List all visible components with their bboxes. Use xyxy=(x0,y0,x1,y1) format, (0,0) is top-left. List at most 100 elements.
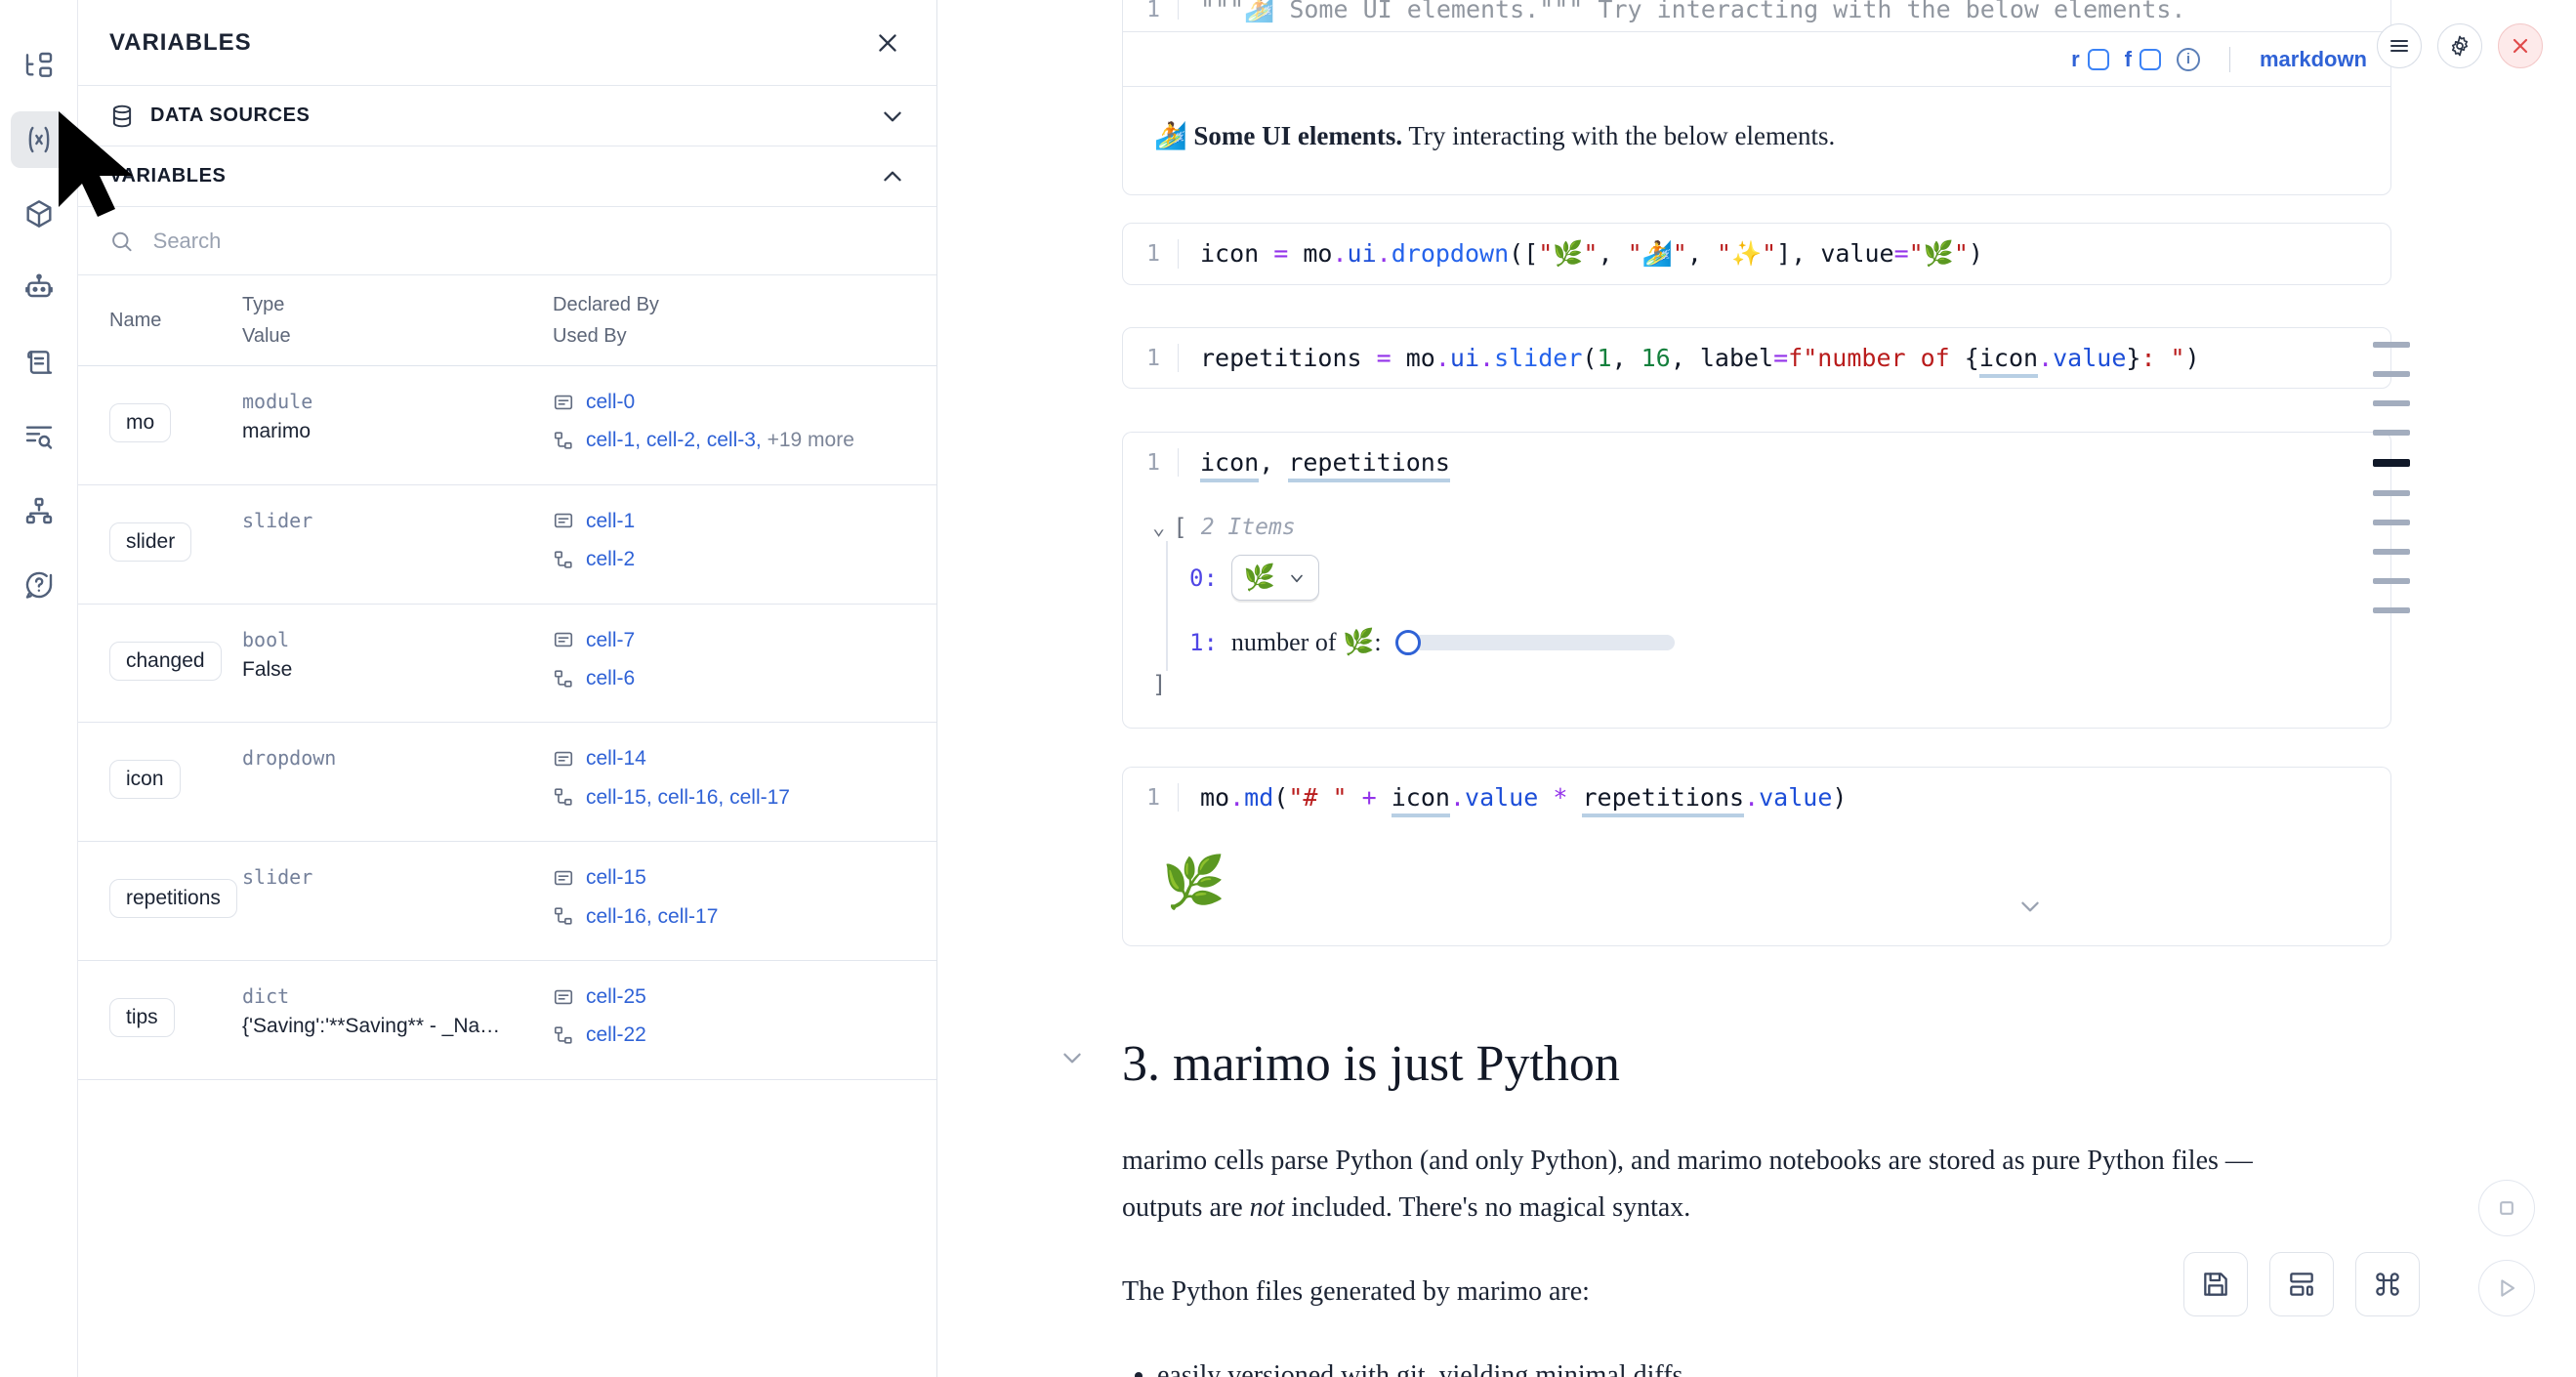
minimap-scrollbar[interactable] xyxy=(2373,342,2410,613)
minimap-tick[interactable] xyxy=(2373,578,2410,584)
top-cell-code[interactable]: 1 """🏄 Some UI elements.""" Try interact… xyxy=(1122,0,2391,31)
cell-link[interactable]: cell-16 xyxy=(586,904,646,928)
usage-icon xyxy=(554,670,572,688)
cell-link[interactable]: cell-17 xyxy=(729,785,790,809)
layout-button[interactable] xyxy=(2269,1252,2334,1316)
code-cell-dropdown[interactable]: 1 icon = mo.ui.dropdown(["🌿", "🏄", "✨"],… xyxy=(937,223,2576,285)
minimap-tick[interactable] xyxy=(2373,400,2410,406)
cell-language-label[interactable]: markdown xyxy=(2259,46,2367,71)
minimap-tick[interactable] xyxy=(2373,490,2410,496)
variable-name-chip[interactable]: changed xyxy=(109,641,222,681)
dropdown-select[interactable]: 🌿 xyxy=(1230,555,1320,601)
object-output: ⌄ [ 2 Items 0: 🌿 1: number of 🌿: xyxy=(1122,492,2391,729)
variable-name-chip[interactable]: tips xyxy=(109,997,175,1037)
minimap-tick[interactable] xyxy=(2373,342,2410,348)
scroll-icon[interactable] xyxy=(11,334,67,391)
minimap-tick[interactable] xyxy=(2373,549,2410,555)
panel-title: VARIABLES xyxy=(109,28,252,56)
minimap-tick[interactable] xyxy=(2373,430,2410,436)
code-cell-slider[interactable]: 1 repetitions = mo.ui.slider(1, 16, labe… xyxy=(937,327,2576,389)
variable-name-chip[interactable]: repetitions xyxy=(109,879,237,919)
declared-by-links[interactable]: cell-25 xyxy=(586,982,646,1011)
toggle-r[interactable]: r xyxy=(2071,47,2109,72)
info-icon[interactable]: i xyxy=(2176,47,2200,71)
menu-icon[interactable] xyxy=(2377,23,2422,68)
minimap-tick[interactable] xyxy=(2373,607,2410,613)
robot-icon[interactable] xyxy=(11,260,67,316)
chevron-down-icon[interactable] xyxy=(2017,894,2043,919)
cell-link[interactable]: cell-7 xyxy=(586,628,636,651)
cell-link[interactable]: cell-22 xyxy=(586,1023,646,1047)
variables-icon[interactable] xyxy=(10,111,67,168)
minimap-tick[interactable] xyxy=(2373,520,2410,525)
package-icon[interactable] xyxy=(11,186,67,242)
cell-link[interactable]: cell-2 xyxy=(645,429,696,452)
variable-name-chip[interactable]: icon xyxy=(109,760,181,800)
cell-link[interactable]: cell-17 xyxy=(657,904,719,928)
toggle-f[interactable]: f xyxy=(2125,47,2161,72)
cell-link[interactable]: cell-1 xyxy=(586,429,636,452)
cell-link[interactable]: cell-16 xyxy=(657,785,719,809)
logs-search-icon[interactable] xyxy=(11,408,67,465)
variables-panel: VARIABLES DATA SOURCES V xyxy=(78,0,937,1377)
file-tree-icon[interactable] xyxy=(11,37,67,94)
declared-by-links[interactable]: cell-1 xyxy=(586,507,635,535)
doc-bullet-list: easily versioned with git, yielding mini… xyxy=(1122,1353,2391,1377)
cell-link[interactable]: cell-3 xyxy=(706,429,756,452)
toggle-f-box[interactable] xyxy=(2139,48,2161,70)
cell-link[interactable]: cell-15 xyxy=(586,866,646,890)
used-by-links[interactable]: cell-6 xyxy=(586,664,635,692)
close-cell-icon[interactable] xyxy=(2498,23,2543,68)
cell-link[interactable]: cell-15 xyxy=(586,785,646,809)
cell-link[interactable]: cell-1 xyxy=(586,509,636,532)
declared-by-links[interactable]: cell-14 xyxy=(586,744,646,772)
minimap-tick-active[interactable] xyxy=(2373,459,2410,467)
used-by-more[interactable]: +19 more xyxy=(767,429,854,452)
used-by-links[interactable]: cell-15, cell-16, cell-17 xyxy=(586,785,790,809)
stop-button[interactable] xyxy=(2478,1180,2535,1236)
toggle-r-box[interactable] xyxy=(2087,48,2109,70)
cell-link[interactable]: cell-0 xyxy=(586,391,636,413)
section-label-data-sources: DATA SOURCES xyxy=(150,104,311,126)
used-by-links[interactable]: cell-16, cell-17 xyxy=(586,904,719,928)
notebook-main: 1 """🏄 Some UI elements.""" Try interact… xyxy=(937,0,2576,1377)
used-by-links[interactable]: cell-22 xyxy=(586,1021,646,1049)
close-icon[interactable] xyxy=(870,25,905,61)
help-icon[interactable] xyxy=(11,557,67,613)
command-palette-button[interactable] xyxy=(2355,1252,2420,1316)
slider-knob[interactable] xyxy=(1394,630,1421,655)
chevron-down-icon[interactable]: ⌄ xyxy=(1152,515,1166,540)
cell-link[interactable]: cell-14 xyxy=(586,747,646,771)
slider-track[interactable] xyxy=(1412,635,1675,650)
minimap-tick[interactable] xyxy=(2373,371,2410,377)
declared-by-links[interactable]: cell-15 xyxy=(586,863,646,892)
section-data-sources[interactable]: DATA SOURCES xyxy=(78,86,936,146)
code-cell-md[interactable]: 1 mo.md("# " + icon.value * repetitions.… xyxy=(937,767,2576,946)
cell-link[interactable]: cell-2 xyxy=(586,548,636,571)
declared-by-links[interactable]: cell-7 xyxy=(586,626,635,654)
code-cell-object[interactable]: 1 icon, repetitions ⌄ [ 2 Items 0: 🌿 xyxy=(937,432,2576,729)
search-input[interactable] xyxy=(150,227,905,255)
used-by-links[interactable]: cell-1, cell-2, cell-3, +19 more xyxy=(586,429,854,452)
chevron-down-icon[interactable] xyxy=(1059,1045,1085,1070)
save-button[interactable] xyxy=(2183,1252,2248,1316)
gear-icon[interactable] xyxy=(2437,23,2482,68)
variable-name-chip[interactable]: mo xyxy=(109,403,172,442)
declared-by-links[interactable]: cell-0 xyxy=(586,388,635,416)
section-variables[interactable]: VARIABLES xyxy=(78,146,936,207)
column-header-name: Name xyxy=(109,310,162,331)
used-by-links[interactable]: cell-2 xyxy=(586,545,635,573)
dependency-graph-icon[interactable] xyxy=(11,482,67,539)
cell-link[interactable]: cell-6 xyxy=(586,666,636,689)
run-button[interactable] xyxy=(2478,1260,2535,1316)
object-output-header[interactable]: ⌄ [ 2 Items xyxy=(1123,514,2390,541)
variable-name-chip[interactable]: slider xyxy=(109,522,192,562)
slider-control[interactable] xyxy=(1394,630,1675,655)
cell-link[interactable]: cell-25 xyxy=(586,984,646,1008)
